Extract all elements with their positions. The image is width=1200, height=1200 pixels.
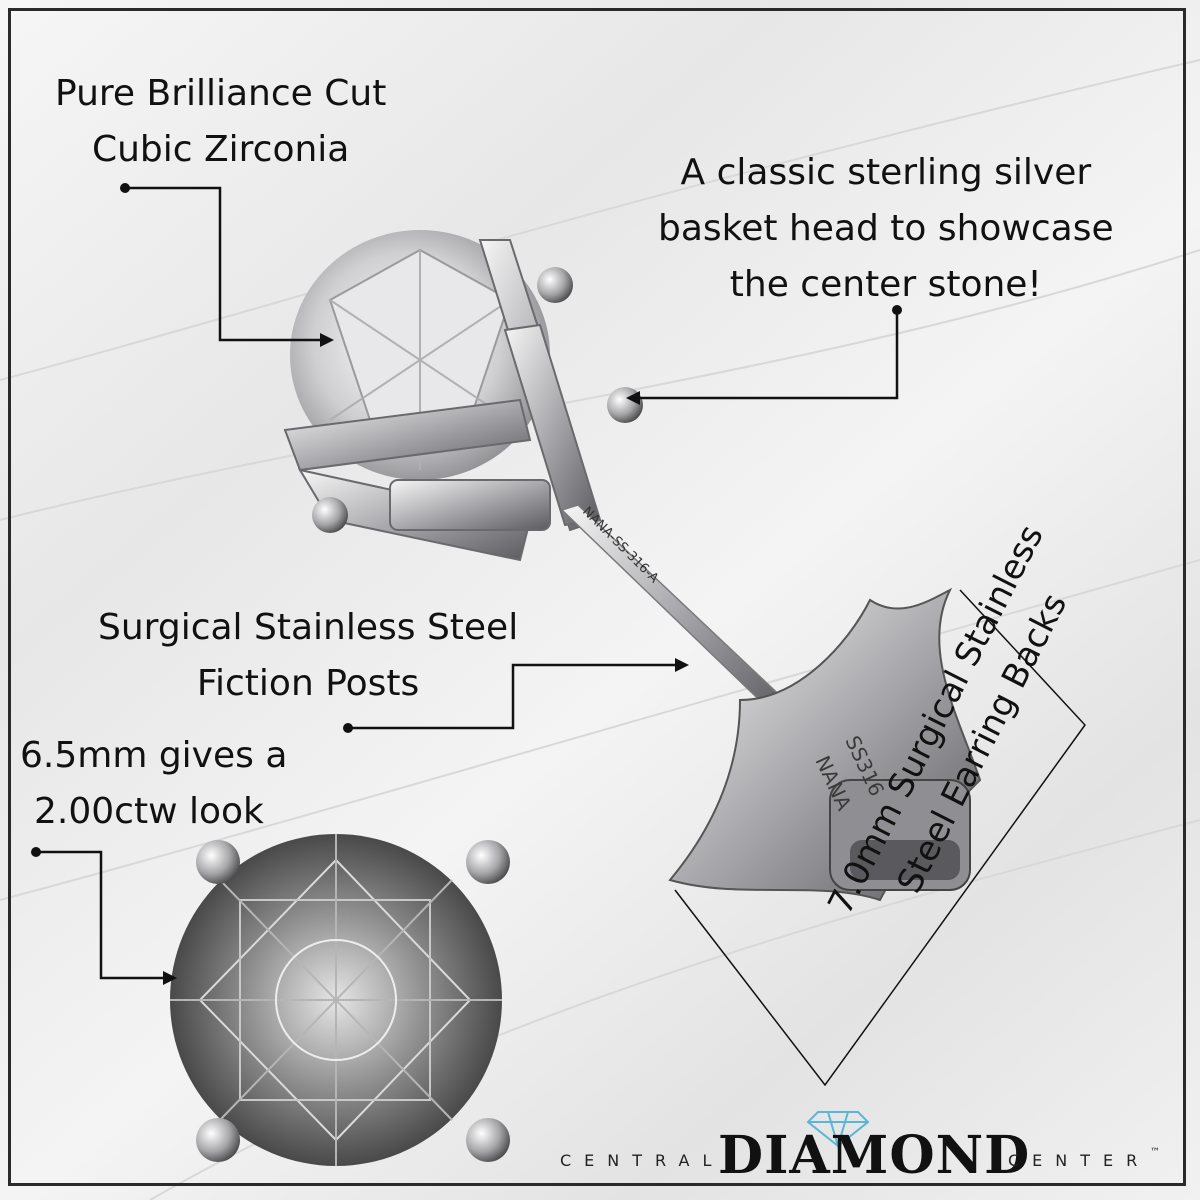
basket-label: A classic sterling silver basket head to… — [658, 145, 1114, 313]
size-label: 6.5mm gives a 2.00ctw look — [20, 728, 287, 840]
logo-central: CENTRAL — [560, 1151, 725, 1170]
logo-trademark: ™ — [1150, 1147, 1160, 1158]
size-label-line1: 6.5mm gives a — [20, 735, 288, 776]
top-view-stone — [170, 834, 502, 1166]
stone-label: Pure Brilliance Cut Cubic Zirconia — [55, 66, 386, 178]
posts-label-line2: Fiction Posts — [196, 663, 420, 704]
stone-label-line1: Pure Brilliance Cut — [55, 73, 387, 114]
basket-label-line1: A classic sterling silver — [680, 152, 1092, 193]
posts-label-line1: Surgical Stainless Steel — [98, 607, 519, 648]
frame-border — [8, 8, 1186, 1186]
size-label-line2: 2.00ctw look — [34, 791, 264, 832]
prong-ball-3 — [312, 497, 348, 533]
basket-label-line2: basket head to showcase — [658, 208, 1114, 249]
logo-diamond-icon — [806, 1111, 870, 1150]
callout-arrowheads — [163, 333, 689, 985]
stone-label-line2: Cubic Zirconia — [91, 129, 350, 170]
backs-bracket — [674, 589, 1086, 1087]
callout-dots — [31, 183, 902, 857]
basket-head — [283, 239, 602, 562]
basket-label-line3: the center stone! — [729, 264, 1042, 305]
logo-diamond: DIAMOND — [718, 1125, 1031, 1186]
callout-lines — [36, 186, 899, 980]
prong-ball-1 — [537, 267, 573, 303]
earring-back — [668, 587, 982, 902]
posts-label: Surgical Stainless Steel Fiction Posts — [98, 600, 518, 712]
logo-center: CENTER — [1008, 1151, 1151, 1170]
top-view-prongs — [196, 840, 510, 1162]
brand-logo: CENTRAL DIAMOND CENTER ™ — [560, 1125, 1170, 1186]
